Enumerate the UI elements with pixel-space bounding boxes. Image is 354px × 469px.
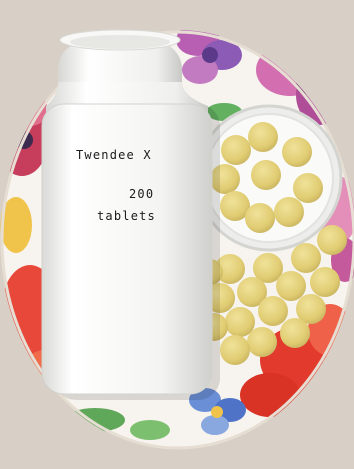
product-name-label: Twendee X [76, 148, 152, 162]
tablet [291, 243, 321, 273]
tablet [310, 267, 340, 297]
bottle-opening-inner [70, 35, 170, 49]
tablet [317, 225, 347, 255]
tablet [247, 327, 277, 357]
tablet [276, 271, 306, 301]
tablet [215, 254, 245, 284]
tablet [282, 137, 312, 167]
tablet [296, 294, 326, 324]
tablet [251, 160, 281, 190]
tablet [280, 318, 310, 348]
tablet [293, 173, 323, 203]
tablet [245, 203, 275, 233]
blue-flower [189, 388, 246, 435]
tablet [210, 164, 240, 194]
tablet [237, 277, 267, 307]
plate-rim [0, 30, 354, 450]
tablet [220, 191, 250, 221]
tablet [258, 296, 288, 326]
yellow-petal [0, 197, 32, 253]
tablet-unit-label: tablets [97, 209, 156, 223]
bottle-body [42, 104, 212, 394]
tablet [221, 135, 251, 165]
tablet [220, 335, 250, 365]
tablet [253, 253, 283, 283]
green-leaf-2 [130, 420, 170, 440]
tablet [225, 307, 255, 337]
tablets-on-plate [197, 225, 347, 365]
tablet [274, 197, 304, 227]
tablets-in-lid [210, 122, 323, 233]
tablet-count-label: 200 [129, 187, 155, 201]
supplement-bottle [41, 29, 220, 400]
tablet [248, 122, 278, 152]
